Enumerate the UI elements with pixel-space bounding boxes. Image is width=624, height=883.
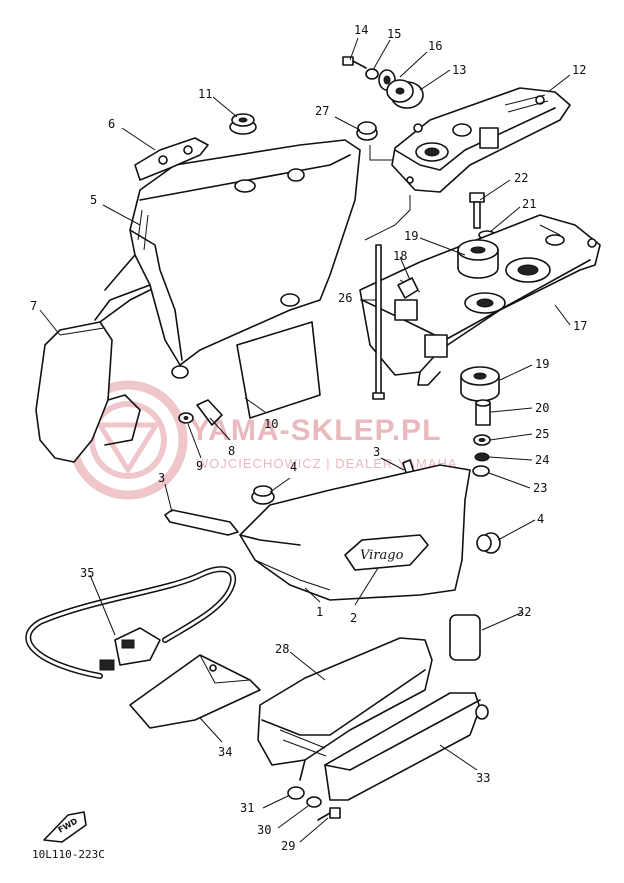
label-part-20: 20 [535,401,549,415]
label-part-9: 9 [196,459,203,473]
part-10-plate [236,321,321,419]
label-part-6: 6 [108,117,115,131]
part-20-collar [475,399,491,426]
label-part-27: 27 [315,104,329,118]
part-30-washer [306,796,322,808]
part-28-tool-box [257,637,433,781]
part-33-cover [324,692,489,801]
part-25-washer [473,434,491,446]
part-35-wire-harness [25,566,237,679]
label-part-35: 35 [80,566,94,580]
drawing-code: 10L110-223C [32,848,105,861]
label-part-22: 22 [514,171,528,185]
label-part-28: 28 [275,642,289,656]
leader-lines [39,37,571,843]
label-part-34: 34 [218,745,232,759]
label-part-30: 30 [257,823,271,837]
part-8-clip [196,399,223,426]
part-7-front-cover [35,289,151,463]
part-34-pouch [129,654,261,729]
part-4-grommet-right [476,532,501,554]
part-13-damper [386,79,424,109]
label-part-25: 25 [535,427,549,441]
label-part-31: 31 [240,801,254,815]
emblem-text: Virago [360,548,404,563]
part-24-spring-washer [474,452,490,462]
part-31-grommet [287,786,305,800]
part-27-nut [356,121,378,141]
part-29-screw [317,807,341,821]
part-3-stay-left [164,509,239,536]
watermark: YAMA-SKLEP.PL WOJCIECHOWICZ | DEALER YAM… [68,380,458,500]
part-19-damper-upper [457,239,499,279]
label-part-5: 5 [90,193,97,207]
label-part-1: 1 [316,605,323,619]
label-part-32: 32 [517,605,531,619]
part-19-damper-lower [460,366,500,402]
watermark-logo-mark [95,422,161,475]
part-23-nut [472,465,490,477]
label-part-8: 8 [228,444,235,458]
label-part-18: 18 [393,249,407,263]
part-14-bolt [342,56,367,69]
label-part-23: 23 [533,481,547,495]
watermark-main-text: YAMA-SKLEP.PL [190,414,441,447]
label-part-19a: 19 [404,229,418,243]
part-15-washer [365,68,379,80]
label-part-16: 16 [428,39,442,53]
part-11-grommet [229,113,257,135]
label-part-12: 12 [572,63,586,77]
label-part-13: 13 [452,63,466,77]
label-part-3a: 3 [373,445,380,459]
part-12-upper-bracket [391,87,571,193]
label-part-2: 2 [350,611,357,625]
part-18-bracket [397,277,419,299]
part-1-side-cover [239,464,471,601]
part-26-rod [372,244,385,400]
label-part-10: 10 [264,417,278,431]
label-part-7: 7 [30,299,37,313]
label-part-33: 33 [476,771,490,785]
part-2-emblem: Virago [344,534,429,571]
label-part-14: 14 [354,23,368,37]
watermark-sub-text: WOJCIECHOWICZ | DEALER YAMAHA [196,456,458,471]
label-part-24: 24 [535,453,549,467]
label-part-4b: 4 [537,512,544,526]
label-part-11: 11 [198,87,212,101]
part-6-bracket [134,137,209,181]
part-number-labels: 14 15 16 13 12 27 11 6 5 7 22 21 19 18 2… [30,23,587,853]
part-4-grommet-top [251,485,275,505]
label-part-26: 26 [338,291,352,305]
label-part-17: 17 [573,319,587,333]
label-part-19b: 19 [535,357,549,371]
fwd-arrow-tag: FWD [43,811,87,843]
part-5-side-cover-frame [94,139,361,379]
label-part-21: 21 [522,197,536,211]
label-part-3b: 3 [158,471,165,485]
part-32-reflector [449,614,481,661]
part-9-washer [178,412,194,424]
label-part-29: 29 [281,839,295,853]
label-part-15: 15 [387,27,401,41]
label-part-4a: 4 [290,460,297,474]
